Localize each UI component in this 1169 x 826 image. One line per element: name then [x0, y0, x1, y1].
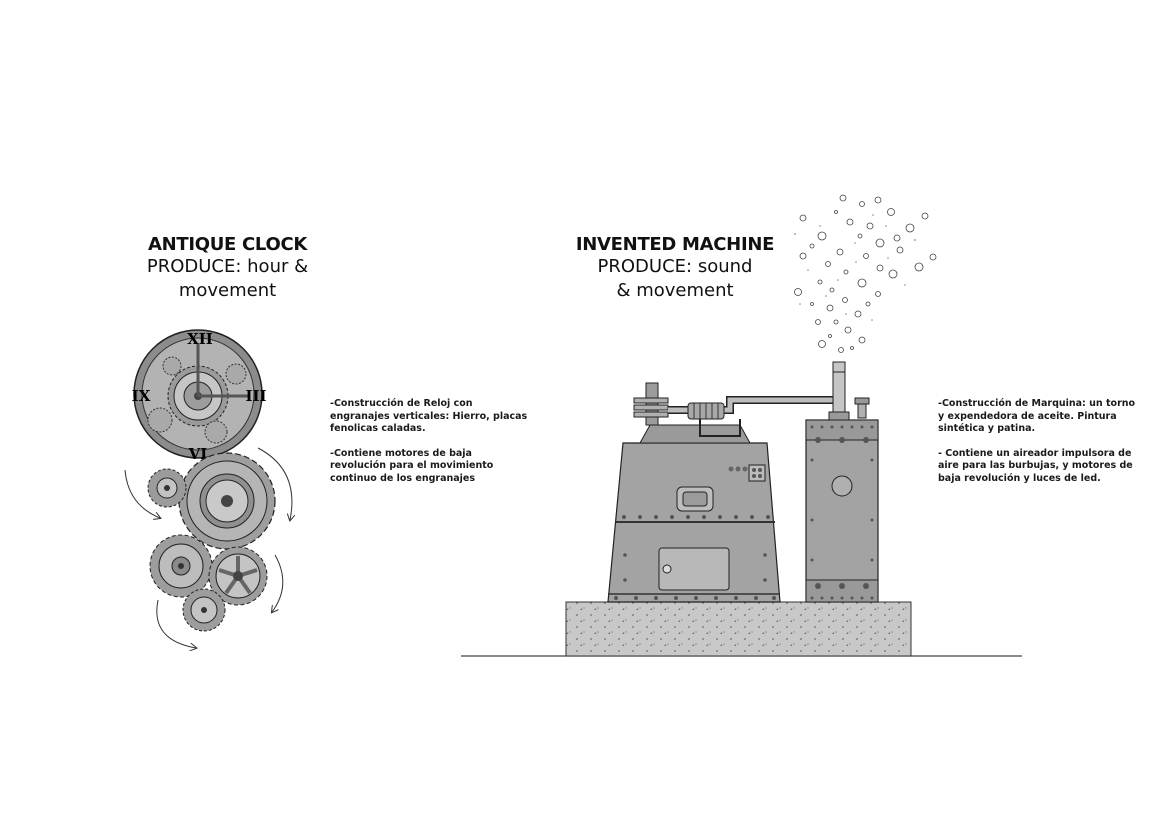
small-gear-top — [147, 468, 187, 508]
machine-drawing — [461, 194, 1022, 657]
rotation-arrows — [124, 447, 292, 648]
clock-drawing: XII III VI IX — [124, 329, 292, 648]
machine-note-1: -Construcción de Marquina: un torno y ex… — [938, 398, 1136, 434]
machine-subtitle-line2: & movement — [616, 280, 734, 301]
numeral-three: III — [245, 387, 266, 405]
rivets-left — [614, 515, 776, 600]
numeral-six: VI — [188, 445, 208, 463]
clock-face — [133, 329, 263, 459]
machine-subtitle-line1: PRODUCE: sound — [597, 256, 753, 277]
mist-dots — [794, 214, 916, 321]
machine-notes: -Construcción de Marquina: un torno y ex… — [938, 398, 1138, 497]
machine-note-2: - Contiene un aireador impulsora de aire… — [938, 447, 1133, 484]
clock-title: ANTIQUE CLOCK — [147, 234, 308, 255]
concrete-base — [565, 601, 912, 657]
clock-subtitle-line1: PRODUCE: hour & — [146, 256, 309, 277]
clock-subtitle-line2: movement — [178, 280, 277, 301]
clock-notes: -Construcción de Reloj con engranajes ve… — [330, 398, 530, 497]
large-gear — [178, 452, 276, 550]
bubbles — [794, 194, 937, 353]
numeral-nine: IX — [132, 387, 151, 405]
spoked-gear — [208, 546, 268, 606]
coil-spring — [633, 382, 669, 426]
machine-title-block: INVENTED MACHINE PRODUCE: sound & moveme… — [575, 234, 775, 303]
oil-tank — [805, 361, 879, 603]
machine-title: INVENTED MACHINE — [575, 234, 775, 255]
numeral-twelve: XII — [187, 330, 213, 348]
gear-mid-left — [149, 534, 213, 598]
gear-bottom — [182, 588, 226, 632]
clock-title-block: ANTIQUE CLOCK PRODUCE: hour & movement — [120, 234, 335, 303]
clock-note-1: -Construcción de Reloj con engranajes ve… — [330, 398, 528, 434]
lathe-body — [607, 424, 781, 603]
clock-note-2: -Contiene motores de baja revolución par… — [330, 447, 494, 484]
